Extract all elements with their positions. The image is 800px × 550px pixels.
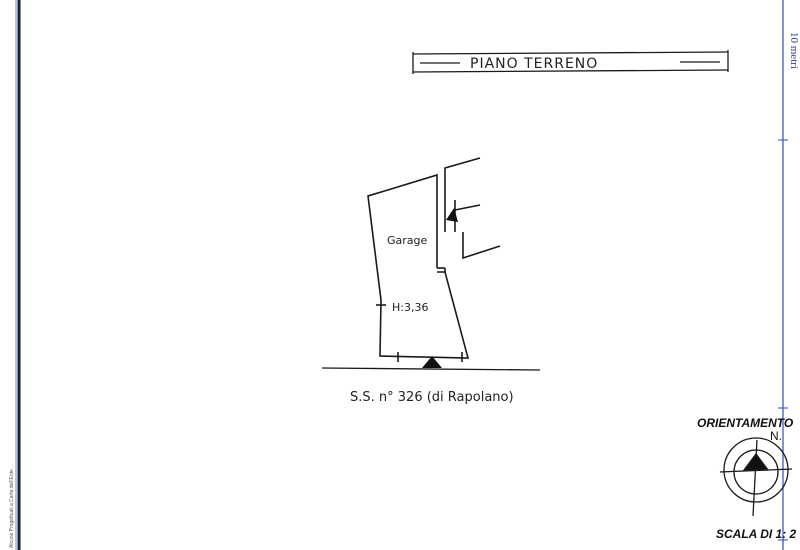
orientation-label: ORIENTAMENTO — [697, 416, 794, 430]
side-note: Alcune Progettuali a Carta dell'Ente ... — [9, 463, 15, 548]
scale-label: SCALA DI 1: 2 — [716, 527, 797, 541]
entrance-arrow-icon — [422, 356, 442, 368]
side-entrance-arrow-icon — [446, 208, 458, 222]
room-label: Garage — [387, 234, 428, 247]
north-compass-icon — [719, 437, 793, 517]
title-box — [412, 50, 729, 74]
height-label: H:3,36 — [392, 301, 428, 314]
plan-title: PIANO TERRENO — [470, 56, 598, 72]
road-label: S.S. n° 326 (di Rapolano) — [350, 390, 514, 405]
scale-bar-label: 10 metri — [788, 32, 800, 69]
north-label: N. — [770, 429, 782, 443]
garage-outline — [321, 157, 541, 371]
